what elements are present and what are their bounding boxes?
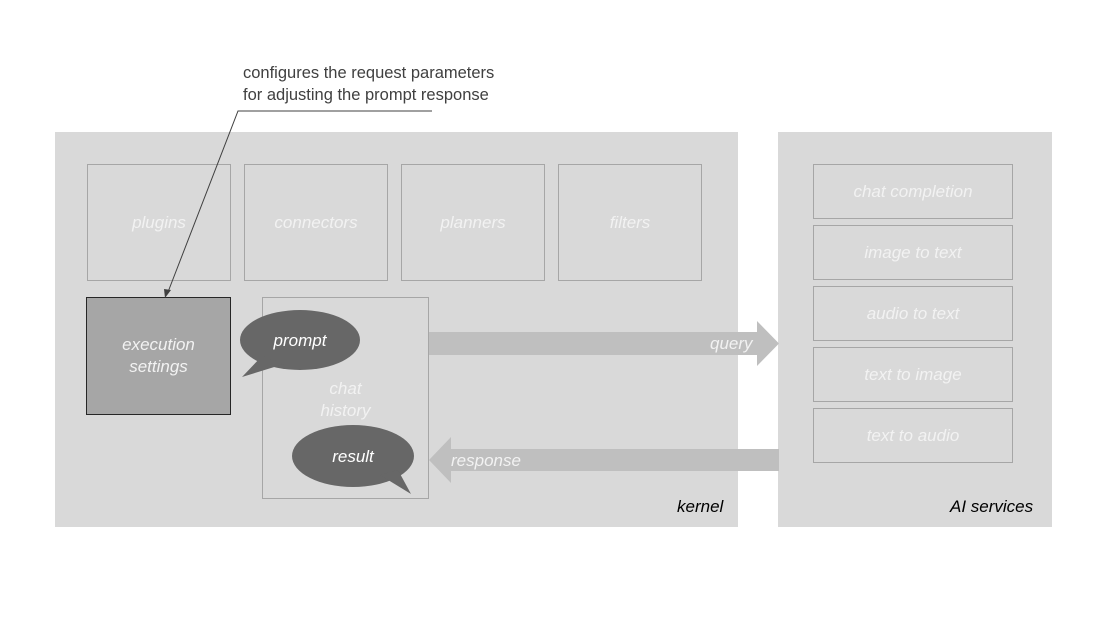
result-bubble	[292, 425, 414, 494]
planners-box: planners	[401, 164, 545, 281]
annotation-pointer-head	[164, 289, 171, 298]
execution-settings-box: execution settings	[86, 297, 231, 415]
prompt-label: prompt	[273, 331, 327, 350]
response-label: response	[451, 451, 521, 470]
plugins-box: plugins	[87, 164, 231, 281]
chat-history-label: chat history	[320, 379, 371, 420]
annotation-line-1: configures the request parameters	[243, 64, 495, 82]
response-arrow	[429, 437, 779, 483]
ai-services-label: AI services	[950, 497, 1034, 516]
execution-settings-label: execution settings	[122, 335, 195, 376]
service-chat-completion: chat completion	[813, 164, 1013, 219]
query-label: query	[710, 334, 753, 353]
service-text-to-image: text to image	[813, 347, 1013, 402]
filters-box: filters	[558, 164, 702, 281]
annotation-pointer-line	[167, 110, 432, 293]
service-text-to-audio: text to audio	[813, 408, 1013, 463]
result-label: result	[332, 447, 374, 466]
service-image-to-text: image to text	[813, 225, 1013, 280]
kernel-label: kernel	[677, 497, 724, 516]
prompt-bubble	[240, 310, 360, 377]
annotation-line-2: for adjusting the prompt response	[243, 86, 489, 104]
service-audio-to-text: audio to text	[813, 286, 1013, 341]
query-arrow	[429, 321, 779, 366]
connectors-box: connectors	[244, 164, 388, 281]
